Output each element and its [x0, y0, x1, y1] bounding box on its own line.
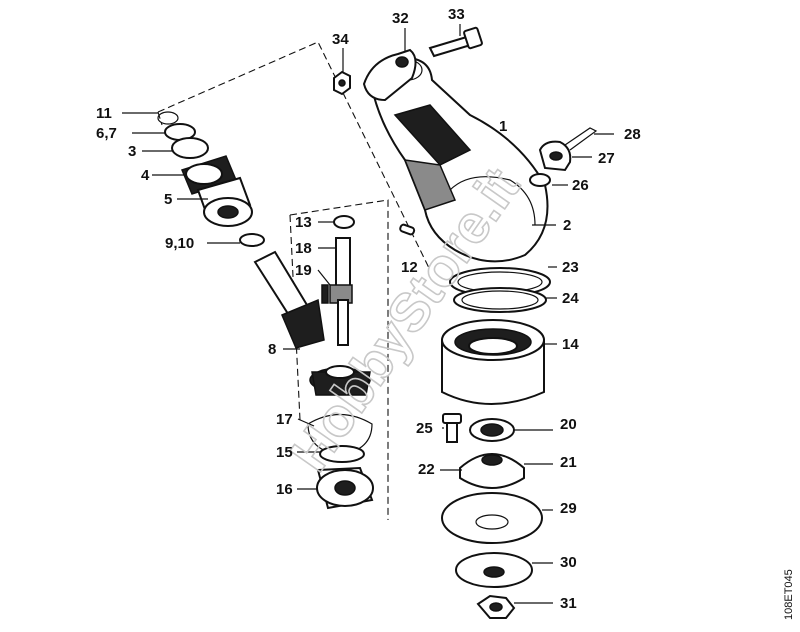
label-4: 4 [141, 167, 150, 184]
key-part [399, 223, 416, 236]
label-17: 17 [276, 411, 293, 428]
label-32: 32 [392, 10, 409, 27]
label-12: 12 [401, 259, 418, 276]
label-25: 25 [416, 420, 433, 437]
nut-part [333, 70, 351, 96]
label-6-7: 6,7 [96, 125, 117, 142]
label-34: 34 [332, 31, 349, 48]
label-9-10: 9,10 [165, 235, 194, 252]
label-24: 24 [562, 290, 579, 307]
spindle-part [321, 215, 355, 346]
leader-lines [122, 24, 614, 604]
label-22: 22 [418, 461, 435, 478]
bearing-stack-part [157, 111, 265, 247]
label-13: 13 [295, 214, 312, 231]
label-11: 11 [96, 105, 112, 122]
bevel-gear-part [309, 365, 371, 396]
label-31: 31 [560, 595, 577, 612]
diagram-code: 108ET045 [783, 569, 795, 620]
label-16: 16 [276, 481, 293, 498]
mounting-nut-part [476, 594, 516, 619]
washer-part [455, 552, 533, 588]
label-28: 28 [624, 126, 641, 143]
gear-case-part [441, 319, 545, 405]
pinion-shaft-part [253, 250, 325, 349]
label-18: 18 [295, 240, 312, 257]
label-26: 26 [572, 177, 589, 194]
label-2: 2 [563, 217, 571, 234]
bolt-part [428, 26, 483, 58]
label-8: 8 [268, 341, 276, 358]
grease-plug-part [529, 127, 598, 187]
lower-bearing-parts [307, 414, 374, 510]
label-1: 1 [499, 118, 507, 135]
housing-rings [449, 267, 551, 313]
label-21: 21 [560, 454, 577, 471]
label-14: 14 [562, 336, 579, 353]
label-19: 19 [295, 262, 312, 279]
gear-housing-part [362, 48, 549, 263]
label-29: 29 [560, 500, 577, 517]
label-3: 3 [128, 143, 136, 160]
label-27: 27 [598, 150, 615, 167]
label-20: 20 [560, 416, 577, 433]
part-labels: 11 6,7 3 4 5 9,10 8 13 18 19 17 15 16 1 … [96, 6, 641, 612]
label-33: 33 [448, 6, 465, 23]
collar-parts [442, 413, 525, 489]
label-30: 30 [560, 554, 577, 571]
label-15: 15 [276, 444, 293, 461]
label-5: 5 [164, 191, 172, 208]
thrust-plate-part [441, 492, 543, 544]
label-23: 23 [562, 259, 579, 276]
